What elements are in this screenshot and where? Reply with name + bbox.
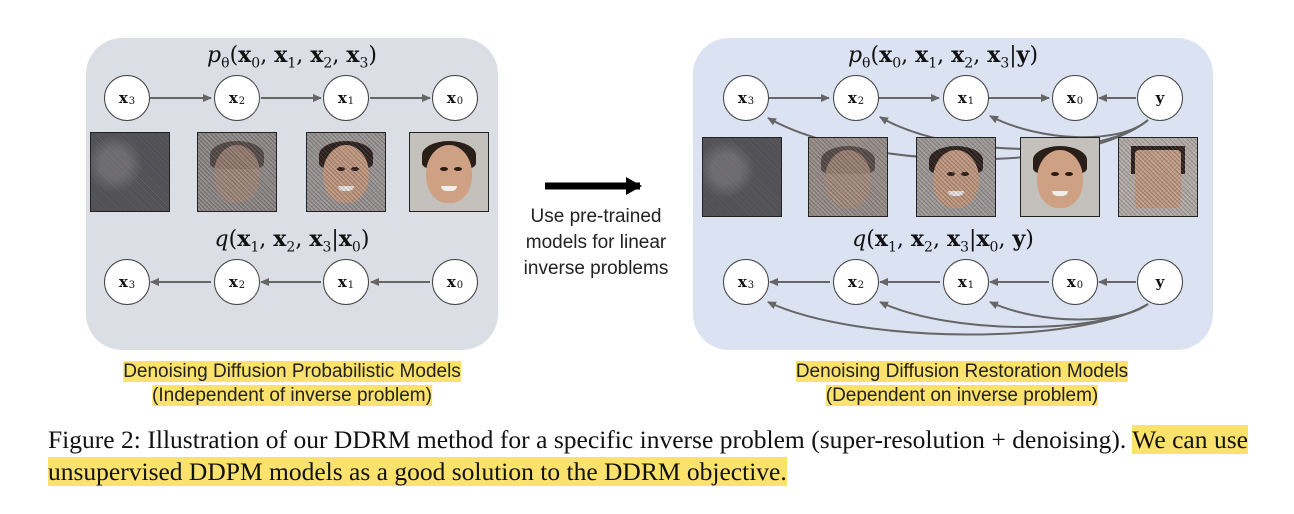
figure-caption: Figure 2: Illustration of our DDRM metho… xyxy=(48,424,1248,488)
noisy-face-image-x1 xyxy=(916,137,996,217)
ddpm-label-line1: Denoising Diffusion Probabilistic Models xyxy=(123,361,461,382)
ddrm-label: Denoising Diffusion Restoration Models (… xyxy=(795,360,1129,408)
edge-right-bot-curve-x3 xyxy=(767,301,1149,336)
noisy-face-image-x1 xyxy=(306,132,386,212)
noisy-face-image-x2 xyxy=(197,132,277,212)
node-y: y xyxy=(1137,75,1183,121)
noisy-face-image-x2 xyxy=(808,137,888,217)
ddpm-label-line2: (Independent of inverse problem) xyxy=(152,385,432,406)
clean-face-image-x0 xyxy=(409,132,489,212)
degraded-observation-image-y xyxy=(1118,137,1198,217)
node-y: y xyxy=(1137,259,1183,305)
ddrm-label-line1: Denoising Diffusion Restoration Models xyxy=(795,361,1129,382)
ddpm-joint-formula: pθ(x0, x1, x2, x3) xyxy=(207,42,377,72)
arrow-description: Use pre-trained models for linear invers… xyxy=(523,206,669,279)
ddpm-forward-formula: q(x1, x2, x3|x0) xyxy=(214,226,370,256)
ddpm-label: Denoising Diffusion Probabilistic Models… xyxy=(123,360,461,408)
edge-right-bot-curve-x2 xyxy=(879,301,1149,328)
caption-prefix: Figure 2: Illustration of our DDRM metho… xyxy=(48,425,1133,454)
ddrm-joint-formula: pθ(x0, x1, x2, x3|y) xyxy=(847,42,1039,72)
edge-right-bot-curve-x1 xyxy=(989,301,1149,321)
noise-image-x3 xyxy=(702,137,782,217)
ddrm-forward-formula: q(x1, x2, x3|x0, y) xyxy=(852,226,1034,256)
ddrm-label-line2: (Dependent on inverse problem) xyxy=(825,385,1099,406)
noise-image-x3 xyxy=(90,132,170,212)
restored-face-image-x0 xyxy=(1020,137,1100,217)
